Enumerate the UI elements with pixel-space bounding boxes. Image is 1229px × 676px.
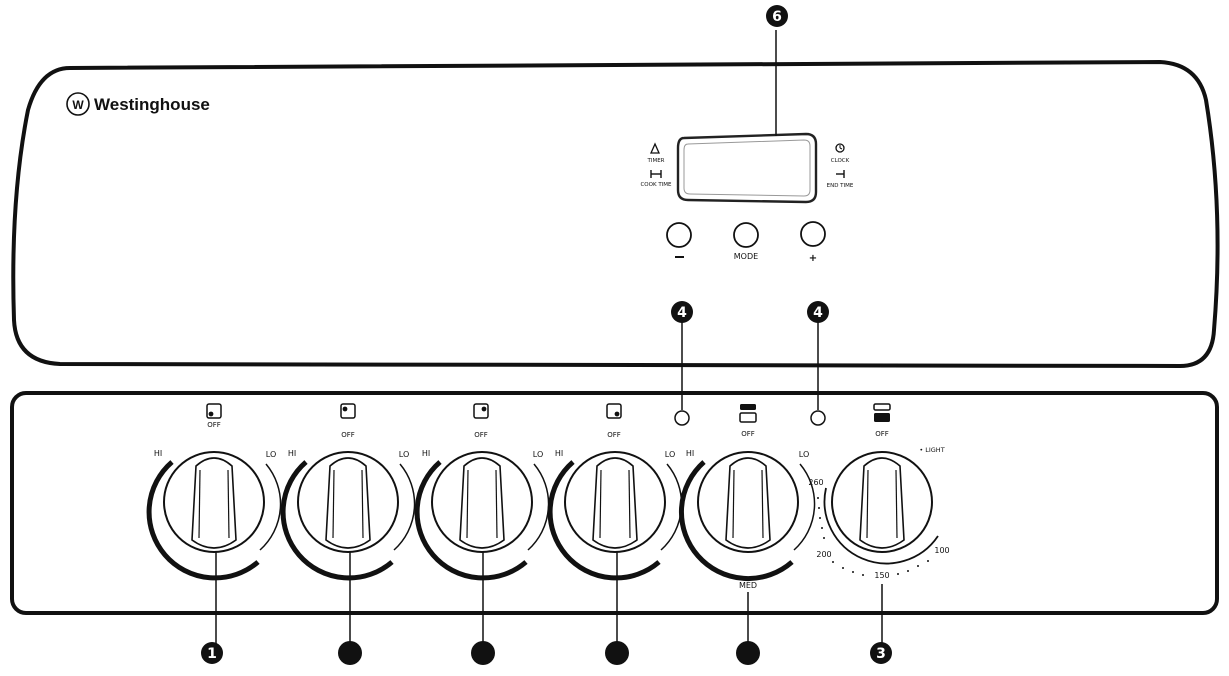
svg-text:3: 3 [876, 646, 886, 662]
svg-text:CLOCK: CLOCK [831, 158, 850, 164]
westinghouse-logo: W Westinghouse [66, 92, 210, 116]
svg-text:200: 200 [816, 550, 831, 559]
burner-position-icon [473, 403, 489, 419]
svg-text:OFF: OFF [741, 430, 755, 438]
bottom-panel [10, 391, 1219, 615]
svg-text:HI: HI [555, 449, 563, 458]
knob-front-left[interactable]: OFF HI LO [280, 403, 416, 581]
svg-text:OFF: OFF [474, 431, 488, 439]
callout-knob4 [605, 641, 629, 665]
svg-text:TIMER: TIMER [646, 158, 664, 164]
end-time-indicator: END TIME [827, 170, 854, 189]
cook-time-icon [650, 170, 662, 178]
knob-rear-left[interactable]: OFF HI LO [146, 403, 282, 581]
svg-text:OFF: OFF [207, 421, 221, 429]
mode-button[interactable]: MODE [733, 222, 759, 261]
callout-indicator-right: 4 [807, 301, 829, 323]
clock-display [676, 132, 818, 204]
svg-text:LO: LO [533, 450, 543, 459]
timer-indicator: TIMER [646, 142, 665, 164]
svg-text:260: 260 [808, 478, 823, 487]
minus-button[interactable] [666, 222, 692, 258]
svg-text:HI: HI [422, 449, 430, 458]
burner-position-icon [206, 403, 222, 419]
callout-knob2 [338, 641, 362, 665]
svg-text:4: 4 [677, 305, 687, 321]
svg-text:LO: LO [665, 450, 675, 459]
svg-text:OFF: OFF [607, 431, 621, 439]
mode-button-label: MODE [734, 252, 758, 261]
logo-letter: W [72, 98, 84, 112]
brand-name: Westinghouse [94, 95, 210, 114]
svg-text:• LIGHT: • LIGHT [919, 446, 944, 454]
svg-text:HI: HI [686, 449, 694, 458]
logo-circle-icon [66, 92, 90, 116]
svg-text:COOK TIME: COOK TIME [640, 182, 672, 188]
svg-text:150: 150 [874, 571, 889, 580]
svg-text:HI: HI [154, 449, 162, 458]
svg-text:1: 1 [207, 646, 217, 662]
knob-grill[interactable]: OFF HI LO MED [678, 404, 816, 590]
callout-display: 6 [766, 5, 788, 27]
temperature-dots [817, 497, 929, 576]
svg-text:OFF: OFF [341, 431, 355, 439]
end-time-icon [836, 170, 845, 178]
knob-rear-right[interactable]: OFF HI LO [414, 403, 550, 581]
svg-text:END TIME: END TIME [827, 183, 854, 189]
callout-indicator-left: 4 [671, 301, 693, 323]
grill-element-icon [739, 404, 757, 423]
callout-oven: 3 [870, 642, 892, 664]
knob-front-right[interactable]: OFF HI LO [547, 403, 683, 581]
clock-icon [835, 143, 845, 153]
clock-indicator: CLOCK [831, 143, 850, 164]
svg-text:MED: MED [739, 581, 757, 590]
svg-text:100: 100 [934, 546, 949, 555]
svg-text:LO: LO [266, 450, 276, 459]
knob-oven[interactable]: OFF • LIGHT 260 200 150 100 [808, 403, 950, 580]
oven-element-icon [873, 403, 891, 422]
burner-position-icon [340, 403, 356, 419]
plus-button-label: + [809, 253, 817, 264]
svg-text:LO: LO [399, 450, 409, 459]
callout-knob5 [736, 641, 760, 665]
burner-position-icon [606, 403, 622, 419]
svg-text:HI: HI [288, 449, 296, 458]
svg-text:4: 4 [813, 305, 823, 321]
svg-text:OFF: OFF [875, 430, 889, 438]
svg-text:LO: LO [799, 450, 809, 459]
top-panel [11, 59, 1220, 369]
cook-time-indicator: COOK TIME [640, 170, 672, 188]
callout-lines [215, 30, 883, 648]
bell-icon [649, 142, 661, 154]
callout-knob1: 1 [201, 642, 223, 664]
indicator-light-left [674, 410, 690, 426]
svg-text:6: 6 [772, 9, 782, 25]
indicator-light-right [810, 410, 826, 426]
callout-knob3 [471, 641, 495, 665]
plus-button[interactable]: + [800, 221, 826, 264]
